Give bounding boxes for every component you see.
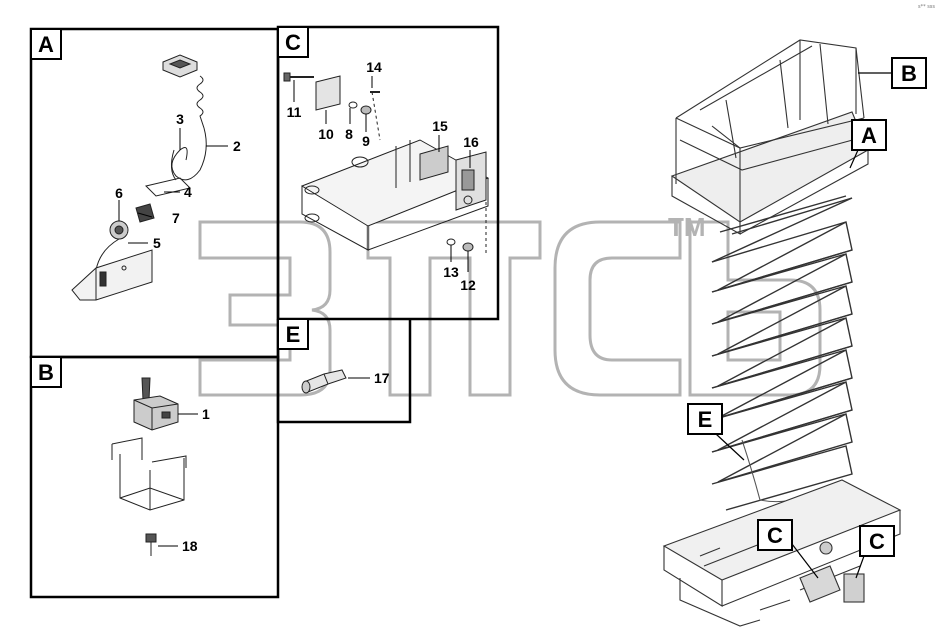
svg-text:A: A	[861, 123, 877, 148]
callout-15: 15	[432, 118, 448, 134]
panel-e-frame	[276, 319, 412, 424]
panel-label-c: C	[277, 26, 309, 58]
panel-b-frame	[29, 355, 280, 599]
svg-text:A: A	[38, 32, 54, 57]
panel-label-b: B	[30, 356, 62, 388]
watermark-tm: TM	[668, 212, 706, 242]
panel-label-e: E	[277, 318, 309, 350]
watermark: TM	[198, 212, 822, 397]
panel-c-callouts: 14 11 10 8 9 15 16 13 12	[287, 59, 479, 293]
machine-tag-c1: C	[757, 519, 819, 579]
callout-9: 9	[362, 133, 370, 149]
callout-18: 18	[182, 538, 198, 554]
machine-tag-c2: C	[855, 525, 895, 579]
callout-4: 4	[184, 184, 192, 200]
machine-tag-e: E	[687, 403, 745, 461]
svg-text:B: B	[901, 61, 917, 86]
callout-14: 14	[366, 59, 382, 75]
machine-tag-b: B	[858, 57, 927, 89]
svg-text:C: C	[285, 30, 301, 55]
callout-12: 12	[460, 277, 476, 293]
panel-label-a: A	[30, 28, 62, 60]
panel-b-drawing	[111, 377, 187, 556]
corner-code: s** sss	[918, 4, 935, 10]
callout-2: 2	[233, 138, 241, 154]
callout-5: 5	[153, 235, 161, 251]
callout-6: 6	[115, 185, 123, 201]
callout-11: 11	[287, 104, 302, 120]
svg-text:B: B	[38, 360, 54, 385]
panel-c-drawing	[283, 72, 490, 254]
panel-a-frame	[29, 27, 280, 359]
panel-c-frame	[276, 25, 500, 321]
callout-8: 8	[345, 126, 353, 142]
panel-e-callouts: 17	[348, 370, 390, 386]
svg-text:E: E	[698, 407, 713, 432]
machine-tag-a: A	[849, 119, 887, 169]
panel-frames	[29, 25, 500, 599]
callout-10: 10	[318, 126, 334, 142]
panel-a-callouts: 3 2 4 6 7 5	[115, 111, 241, 251]
callout-17: 17	[374, 370, 390, 386]
callout-1: 1	[202, 406, 210, 422]
panel-a-drawing	[71, 54, 207, 301]
callout-16: 16	[463, 134, 479, 150]
callout-7: 7	[172, 210, 180, 226]
svg-text:C: C	[767, 523, 783, 548]
svg-text:C: C	[869, 529, 885, 554]
svg-text:E: E	[286, 322, 301, 347]
callout-3: 3	[176, 111, 184, 127]
panel-e-drawing	[301, 369, 347, 394]
panel-b-callouts: 1 18	[158, 406, 210, 554]
callout-13: 13	[443, 264, 459, 280]
